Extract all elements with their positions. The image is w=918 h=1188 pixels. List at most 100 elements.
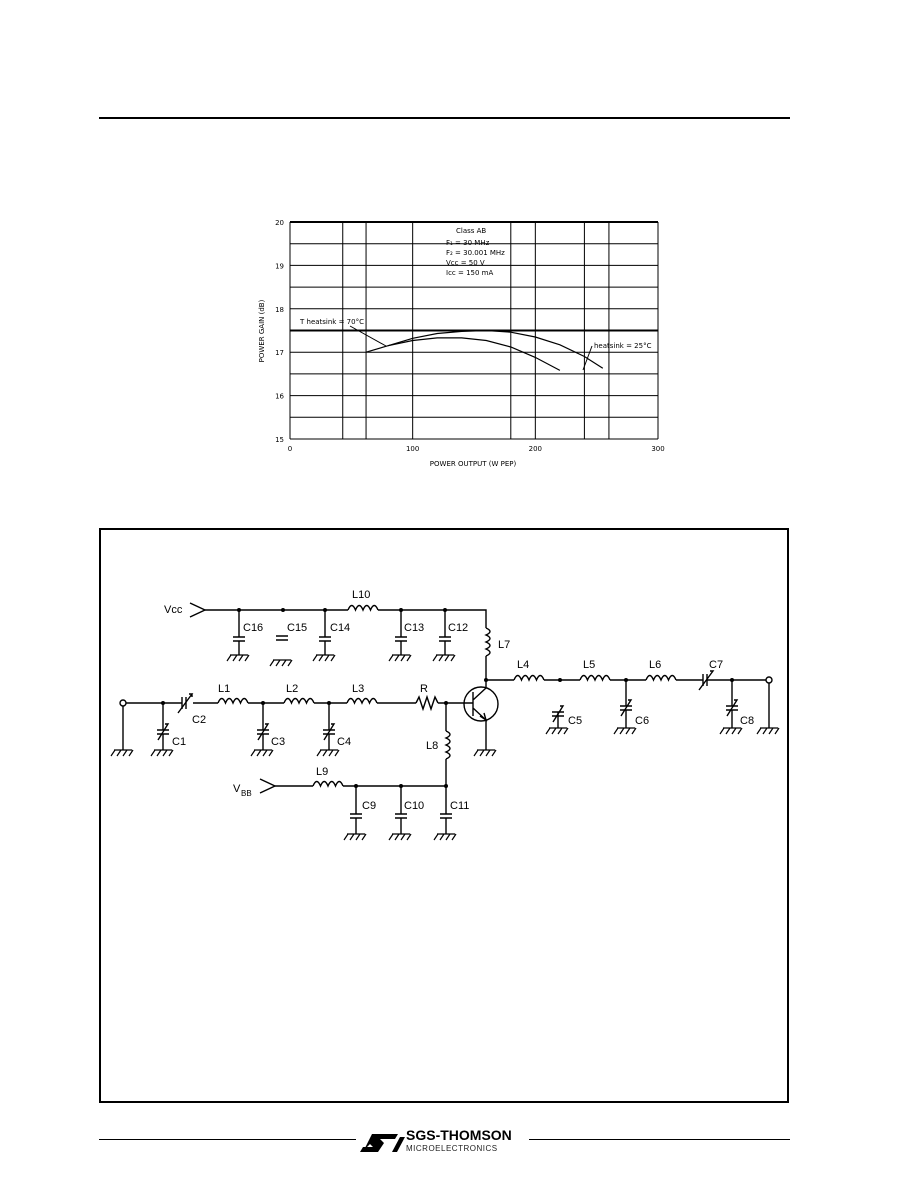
label-l6: L6	[649, 659, 661, 671]
chart-ylabel: POWER GAIN (dB)	[258, 299, 266, 362]
c3-cap	[257, 703, 269, 750]
cond-f1: F₁ = 30 MHz	[446, 239, 490, 247]
label-l1: L1	[218, 683, 230, 695]
c5-cap	[552, 711, 564, 728]
y-tick-label: 19	[275, 262, 284, 270]
brand-name: SGS-THOMSON	[406, 1127, 512, 1143]
x-tick-label: 200	[529, 445, 542, 453]
ground-icon	[250, 749, 274, 757]
leader-70c	[349, 325, 387, 347]
ground-icon	[719, 727, 743, 735]
ground-symbols	[110, 654, 780, 841]
y-tick-label: 15	[275, 436, 284, 444]
y-tick-label: 20	[275, 219, 284, 227]
c16-cap	[233, 610, 245, 655]
label-c7: C7	[709, 659, 723, 671]
chart-xlabel: POWER OUTPUT (W PEP)	[430, 460, 517, 468]
l5-inductor	[579, 674, 611, 682]
r-resistor	[415, 694, 439, 712]
c9-cap	[350, 786, 362, 834]
label-vcc: Vcc	[164, 604, 183, 616]
label-c6: C6	[635, 715, 649, 727]
label-l3: L3	[352, 683, 364, 695]
schematic-labels: Vcc V BB L10 C16 C15 C14 C13 C12 L7 L4 L…	[164, 589, 754, 812]
y-tick-label: 16	[275, 393, 284, 401]
cond-class: Class AB	[456, 227, 486, 235]
label-l8: L8	[426, 740, 438, 752]
label-vbb: V	[233, 783, 241, 795]
label-l10: L10	[352, 589, 370, 601]
ground-icon	[388, 654, 412, 662]
label-c3: C3	[271, 736, 285, 748]
top-rule	[99, 117, 790, 119]
label-l9: L9	[316, 766, 328, 778]
label-c16: C16	[243, 622, 263, 634]
label-c4: C4	[337, 736, 351, 748]
label-c13: C13	[404, 622, 424, 634]
l7-inductor	[484, 627, 491, 657]
label-c12: C12	[448, 622, 468, 634]
label-l4: L4	[517, 659, 529, 671]
x-tick-label: 300	[651, 445, 664, 453]
y-tick-label: 17	[275, 349, 284, 357]
brand-subtitle: MICROELECTRONICS	[406, 1144, 498, 1153]
ground-icon	[316, 749, 340, 757]
label-c15: C15	[287, 622, 307, 634]
chart-curves	[365, 329, 604, 371]
l1-inductor	[217, 697, 249, 705]
label-c14: C14	[330, 622, 350, 634]
label-c2: C2	[192, 714, 206, 726]
c15-cap	[276, 635, 288, 641]
series-line-0	[365, 337, 561, 371]
cond-icc: Iсс = 150 mA	[446, 269, 493, 277]
chart-grid	[289, 221, 659, 440]
series-line-1	[387, 329, 604, 369]
label-c10: C10	[404, 800, 424, 812]
ground-icon	[150, 749, 174, 757]
label-l2: L2	[286, 683, 298, 695]
c12-cap	[439, 610, 451, 655]
vbb-arrow	[259, 778, 277, 794]
c14-cap	[319, 610, 331, 655]
ground-icon	[269, 659, 293, 667]
ground-icon	[312, 654, 336, 662]
c4-cap	[323, 703, 335, 750]
ground-icon	[613, 727, 637, 735]
l6-inductor	[645, 674, 677, 682]
leader-25c	[582, 345, 593, 371]
label-vbb-sub: BB	[241, 789, 252, 798]
l3-inductor	[346, 697, 378, 705]
ground-icon	[226, 654, 250, 662]
label-c1: C1	[172, 736, 186, 748]
label-c11: C11	[450, 800, 469, 812]
cond-vcc: Vсс = 50 V	[446, 259, 485, 267]
ground-icon	[756, 727, 780, 735]
label-c9: C9	[362, 800, 376, 812]
ground-icon	[388, 833, 412, 841]
label-l7: L7	[498, 639, 510, 651]
label-c5: C5	[568, 715, 582, 727]
c13-cap	[395, 610, 407, 655]
chart-conditions-box: Class AB F₁ = 30 MHz F₂ = 30.001 MHz Vсс…	[446, 227, 505, 277]
schematic-frame	[99, 528, 789, 1103]
cond-f2: F₂ = 30.001 MHz	[446, 249, 505, 257]
junction-dots	[161, 608, 734, 788]
label-r: R	[420, 683, 428, 695]
c6-cap	[620, 680, 632, 728]
c11-cap	[440, 786, 452, 834]
legend-25c: heatsink = 25°C	[594, 342, 652, 350]
ground-icon	[433, 833, 457, 841]
c10-cap	[395, 786, 407, 834]
y-tick-label: 18	[275, 306, 284, 314]
ground-icon	[473, 749, 497, 757]
footer-rule-right	[529, 1139, 790, 1140]
vcc-arrow	[189, 602, 207, 618]
ground-icon	[432, 654, 456, 662]
l4-inductor	[513, 674, 545, 682]
c1-cap	[157, 703, 169, 750]
l2-inductor	[283, 697, 315, 705]
transistor	[463, 686, 499, 722]
